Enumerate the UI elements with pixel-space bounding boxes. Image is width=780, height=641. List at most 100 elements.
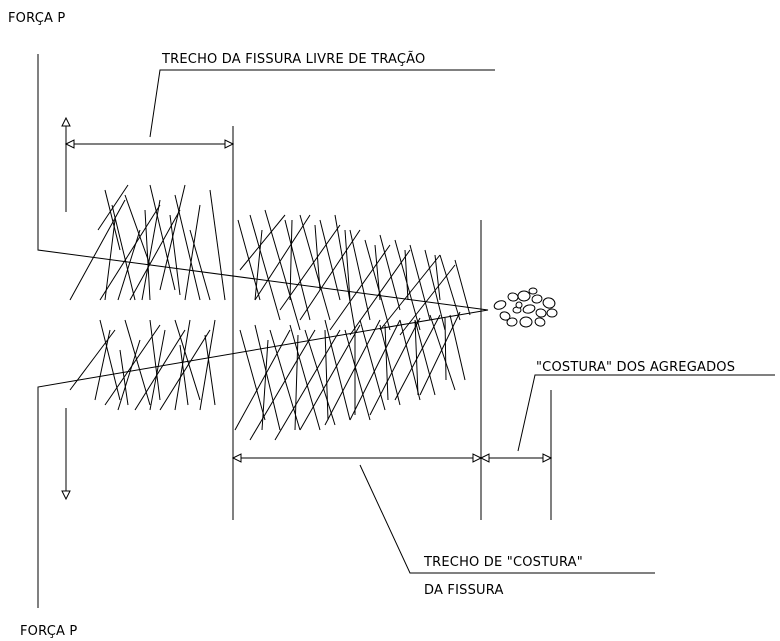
microcrack-line (249, 214, 281, 321)
microcrack-line (434, 254, 441, 301)
microcrack-line (294, 334, 299, 431)
microcrack-line (69, 199, 126, 301)
microcrack-line (379, 254, 441, 331)
microcrack-line (409, 244, 431, 321)
microcrack-line (414, 319, 436, 396)
bridging-zone-leader (359, 464, 655, 574)
microcrack-line (234, 329, 291, 431)
dim-arrow-right-icon (472, 453, 483, 463)
crack-outline (37, 54, 489, 608)
microcrack-line (289, 324, 321, 431)
microcrack-line (324, 319, 351, 421)
microcrack-line (299, 229, 361, 321)
microcrack-line (129, 209, 181, 301)
microcrack-line (117, 339, 141, 411)
microcrack-line (394, 314, 441, 401)
aggregate-leader (517, 374, 775, 452)
microcrack-line (99, 204, 161, 301)
microcrack-line (94, 329, 111, 401)
aggregate-particle (507, 292, 519, 302)
microcrack-line (344, 329, 371, 421)
microcrack-line (254, 324, 281, 431)
aggregate-particle (499, 311, 511, 321)
microcrack-line (414, 319, 419, 396)
microcrack-line (149, 319, 161, 401)
aggregate-particle (517, 290, 531, 302)
microcrack-line (334, 214, 356, 331)
microcrack-line (314, 224, 321, 291)
microcrack-line (384, 324, 389, 401)
dimension-arrow-right-icon (224, 139, 235, 149)
force-p-bottom-label: FORÇA P (20, 624, 77, 639)
microcrack-line (324, 319, 381, 426)
aggregate-particle (506, 317, 518, 327)
microcrack-line (264, 209, 301, 331)
microcrack-line (159, 329, 211, 411)
microcrack-line (149, 184, 176, 291)
microcrack-line (349, 229, 371, 321)
microcrack-line (329, 244, 391, 331)
microcrack-line (404, 249, 409, 301)
microcrack-line (184, 204, 201, 301)
microcrack-line (319, 219, 341, 301)
force-arrow-up (61, 116, 71, 212)
microcrack-line (261, 339, 269, 431)
microcrack-line (99, 319, 121, 401)
microcrack-line (124, 319, 151, 406)
force-p-top-label: FORÇA P (8, 11, 65, 26)
microcrack-line (149, 329, 166, 411)
aggregate-cluster (493, 287, 558, 328)
microcrack-line (344, 229, 351, 301)
microcrack-line (104, 219, 116, 301)
microcrack-line (169, 214, 181, 296)
dim-arrow-right2-icon (542, 453, 553, 463)
aggregate-particle (546, 308, 558, 318)
microcrack-line (117, 229, 141, 301)
microcrack-line (399, 264, 456, 336)
microcrack-line (299, 214, 331, 321)
microcrack-line (399, 319, 421, 401)
microcrack-line (179, 344, 189, 406)
aggregate-particle (519, 316, 533, 328)
microcrack-line (304, 329, 336, 426)
microcrack-line (174, 319, 201, 401)
microcrack-line (419, 311, 461, 396)
aggregate-particle (522, 304, 536, 314)
microcrack-line (254, 214, 311, 301)
aggregate-particle (493, 300, 507, 310)
free-zone-dimension (64, 69, 495, 149)
microcrack-line (69, 329, 116, 391)
aggregate-particle (531, 294, 543, 304)
microcrack-line (374, 244, 381, 301)
bridging-zone-label-line2: DA FISSURA (424, 583, 504, 598)
microcrack-line (239, 214, 286, 271)
crack-faces (37, 54, 489, 608)
aggregate-particle (515, 301, 523, 309)
microcrack-line (364, 239, 391, 331)
aggregate-particle (535, 308, 547, 318)
arrow-up-icon (61, 116, 71, 127)
bridging-zone-dimension (231, 374, 775, 574)
microcrack-line (454, 259, 471, 316)
microcrack-line (104, 189, 121, 251)
microcrack-line (189, 229, 211, 301)
aggregate-particle (542, 297, 556, 309)
microcrack-line (249, 329, 316, 441)
microcrack-line (449, 314, 466, 381)
aggregate-particle (528, 287, 538, 295)
microcrack-line (444, 317, 447, 381)
microcrack-line (349, 319, 401, 421)
microcrack-line (369, 317, 421, 416)
microcrack-line (274, 329, 341, 441)
microcrack-line (134, 329, 186, 411)
bridging-zone-label-line1: TRECHO DE "COSTURA" (423, 555, 583, 570)
aggregate-particle (534, 317, 546, 327)
microcrack-line (124, 194, 151, 266)
dimension-arrow-left-icon (64, 139, 75, 149)
aggregate-bridging-label: "COSTURA" DOS AGREGADOS (536, 360, 735, 375)
microcrack-line (209, 189, 226, 301)
microcrack-line (204, 334, 216, 406)
dim-arrow-left-icon (231, 453, 242, 463)
